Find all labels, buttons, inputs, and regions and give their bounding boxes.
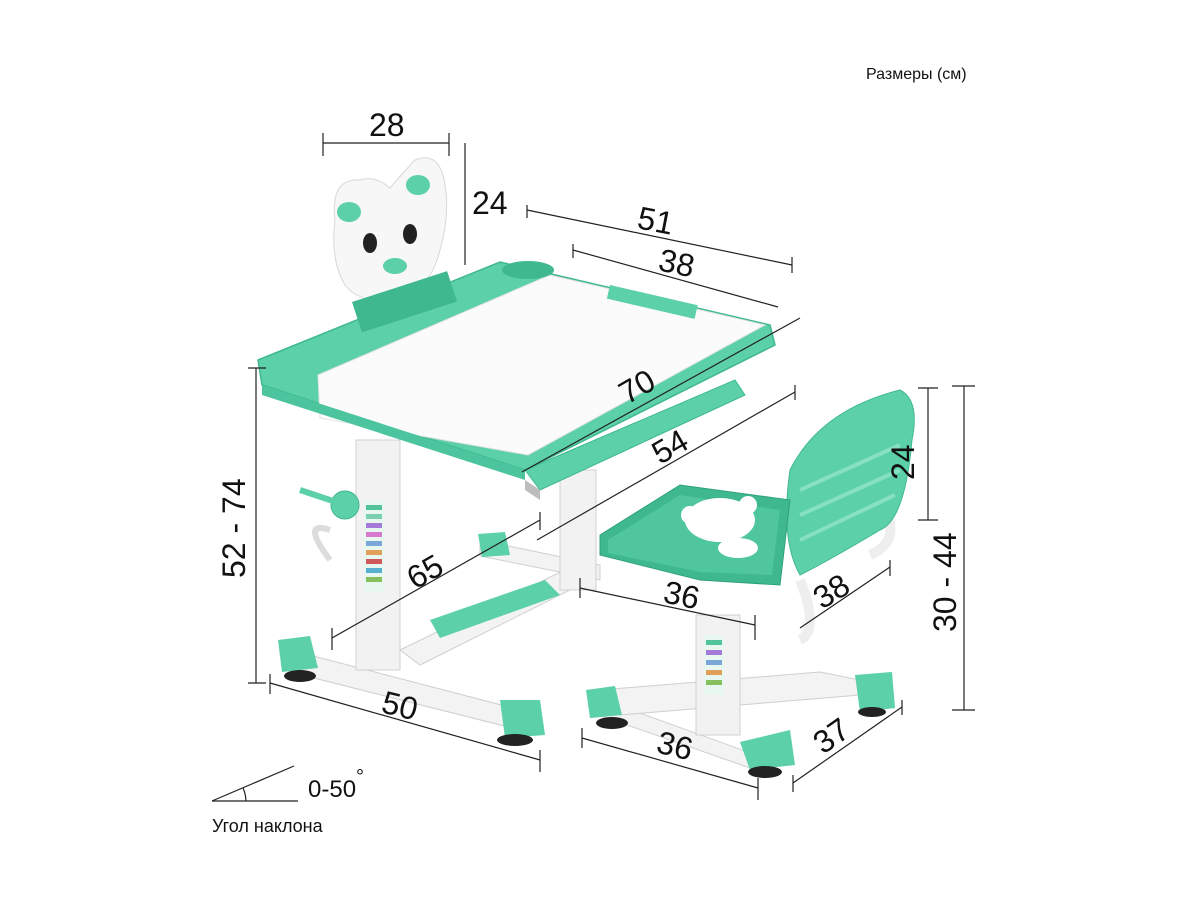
dim-backrest-height: 24 — [885, 444, 921, 480]
dim-bookstand-height: 24 — [472, 185, 508, 221]
dim-desk-base: 50 — [378, 684, 421, 728]
dim-desk-inner-width: 38 — [656, 242, 698, 285]
dimension-lines — [248, 133, 975, 800]
tilt-angle-label: Угол наклона — [212, 816, 323, 836]
dim-chair-base-width: 36 — [653, 724, 696, 768]
tilt-value: 0-50 — [308, 776, 357, 803]
dim-desk-depth: 65 — [401, 547, 450, 596]
dim-desk-height: 52 - 74 — [216, 478, 252, 578]
dim-chair-height: 30 - 44 — [927, 532, 963, 632]
dim-chair-base-depth: 37 — [806, 711, 856, 761]
units-label: Размеры (см) — [866, 66, 967, 83]
bear-bookstand — [333, 157, 457, 333]
tilt-angle-icon — [211, 765, 298, 802]
height-scale — [364, 500, 384, 592]
dim-seat-width: 36 — [661, 574, 703, 617]
dim-seat-depth: 38 — [807, 567, 856, 616]
desk-illustration — [257, 157, 776, 746]
dim-desk-width: 51 — [635, 200, 677, 242]
bear-seat-pattern — [681, 496, 758, 558]
tilt-angle-value: 0-50° — [308, 766, 364, 804]
degree-symbol: ° — [356, 766, 365, 788]
chair-illustration — [586, 389, 915, 778]
dim-bookstand-width: 28 — [369, 107, 405, 143]
